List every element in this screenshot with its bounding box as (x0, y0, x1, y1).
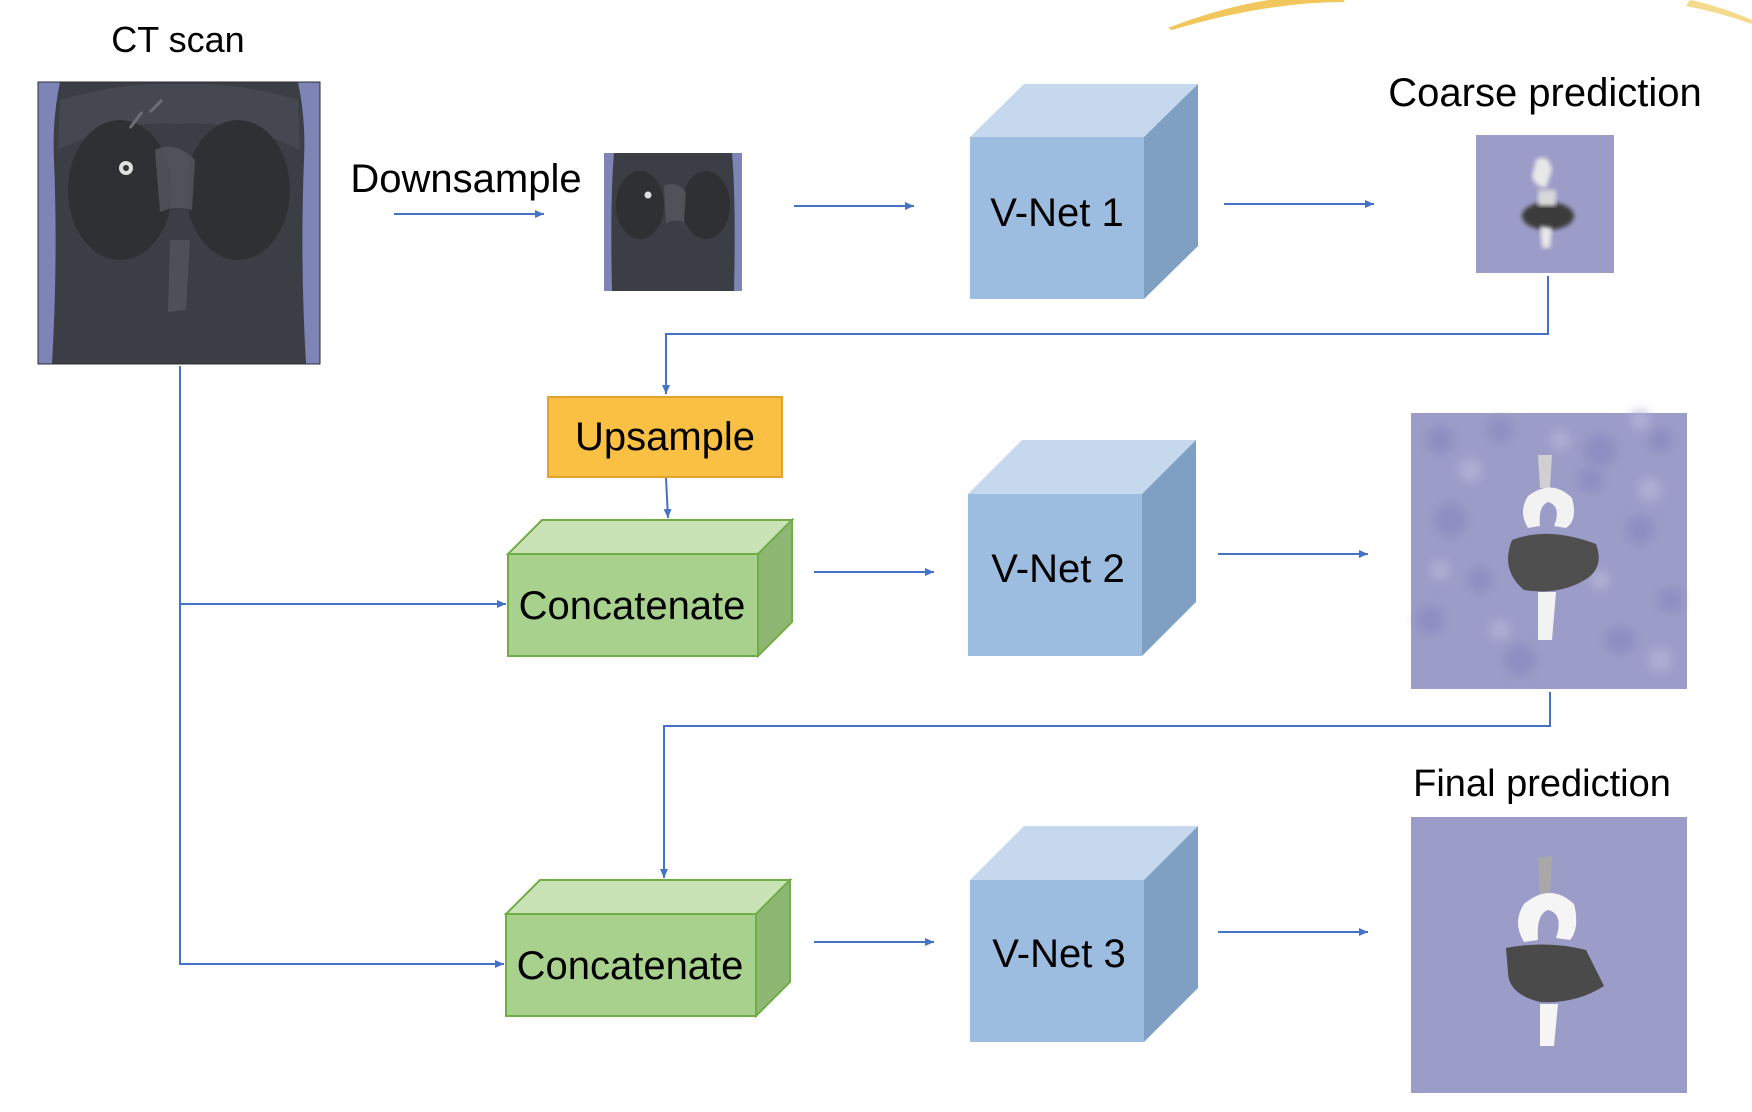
vnet3-cube: V-Net 3 (970, 826, 1198, 1042)
concatenate-1-label: Concatenate (519, 584, 746, 628)
downsampled-ct-image (604, 153, 742, 291)
coarse-prediction-image (1476, 135, 1614, 273)
concatenate-2-block: Concatenate (503, 877, 793, 1019)
upsample-label: Upsample (575, 415, 755, 459)
ct-scan-image (37, 81, 321, 365)
final-prediction-label: Final prediction (1413, 763, 1671, 805)
arrow-upsample-to-concat1 (663, 477, 672, 519)
final-prediction-image (1411, 817, 1687, 1093)
arrow-mid-prediction-to-concat2 (660, 692, 1551, 878)
concatenate-1-block: Concatenate (505, 517, 795, 659)
decorative-arc-right (1686, 0, 1752, 24)
arrow-ct-to-concat1 (179, 366, 506, 608)
vnet1-label: V-Net 1 (990, 191, 1123, 235)
vnet1-cube: V-Net 1 (970, 84, 1198, 299)
vnet2-cube: V-Net 2 (968, 440, 1196, 656)
concatenate-2-label: Concatenate (517, 944, 744, 988)
vnet2-label: V-Net 2 (991, 547, 1124, 591)
downsample-label: Downsample (350, 157, 581, 201)
upsample-box: Upsample (547, 396, 783, 478)
vnet3-label: V-Net 3 (992, 932, 1125, 976)
arrow-ct-to-concat2 (179, 604, 504, 968)
arrow-coarse-to-upsample (662, 276, 1549, 394)
ct-scan-label: CT scan (111, 19, 244, 60)
decorative-arc (1168, 0, 1345, 30)
coarse-prediction-label: Coarse prediction (1388, 71, 1702, 115)
intermediate-prediction-image (1411, 410, 1687, 689)
